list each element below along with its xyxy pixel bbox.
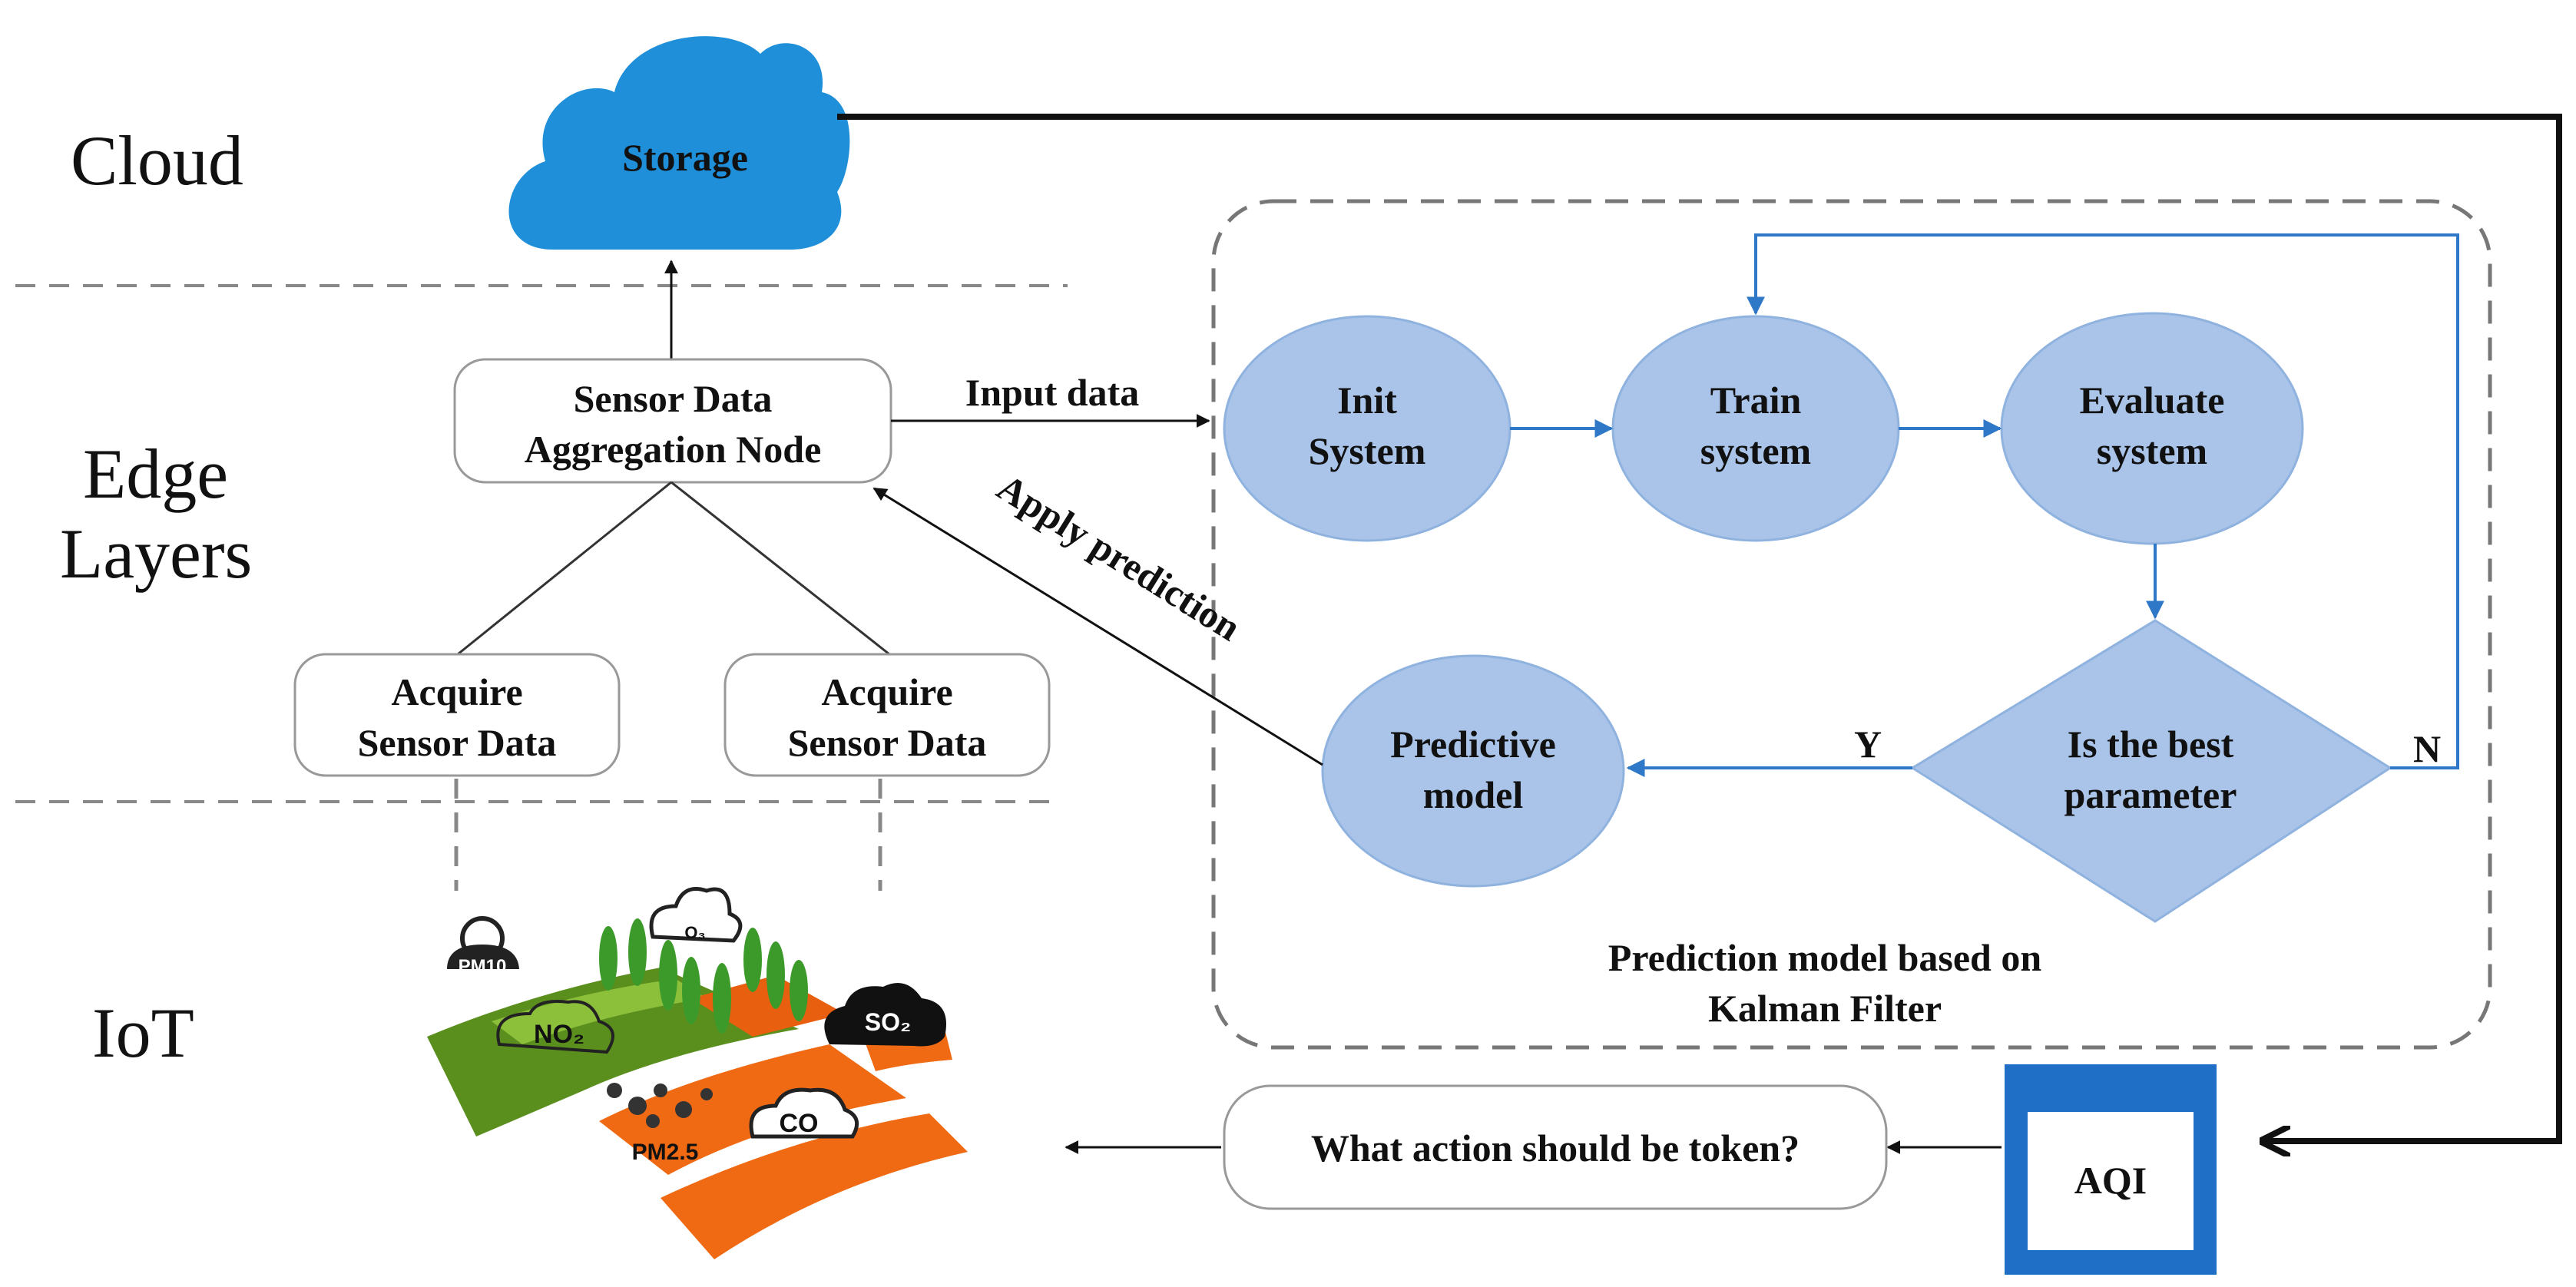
decision-node[interactable]: Is the best parameter xyxy=(1910,619,2392,923)
decision-line1: Is the best xyxy=(2068,723,2234,766)
evaluate-system-line1: Evaluate xyxy=(2080,379,2225,422)
group-caption-line2: Kalman Filter xyxy=(1708,987,1942,1030)
orange-field-2 xyxy=(661,1113,968,1259)
green-field-stripe xyxy=(492,979,707,1044)
no-label: N xyxy=(2413,727,2441,770)
acquire-left-box xyxy=(293,653,621,777)
acquire-right-box xyxy=(723,653,1051,777)
o3-label: O₃ xyxy=(684,923,705,942)
input-data-label: Input data xyxy=(965,371,1140,414)
yes-label: Y xyxy=(1854,723,1882,766)
aggregation-node-line2: Aggregation Node xyxy=(525,428,822,471)
so2-icon: SO₂ xyxy=(824,983,946,1047)
link-aggregation-to-acquire-left xyxy=(457,481,672,656)
init-system-node[interactable]: Init System xyxy=(1223,315,1511,542)
so2-label: SO₂ xyxy=(865,1008,911,1036)
predictive-model-line1: Predictive xyxy=(1390,723,1556,766)
pm25-label: PM2.5 xyxy=(632,1140,699,1165)
layer-label-cloud: Cloud xyxy=(71,121,243,200)
group-caption-line1: Prediction model based on xyxy=(1608,936,2042,979)
train-system-node[interactable]: Train system xyxy=(1611,315,1900,542)
co-icon: CO xyxy=(749,1087,859,1139)
predictive-model-line2: model xyxy=(1423,773,1524,816)
iot-illustration: PM10 O₃ SO₂ NO₂ CO PM2.5 xyxy=(427,887,968,1259)
o3-icon: O₃ xyxy=(649,887,743,943)
evaluate-system-line2: system xyxy=(2097,429,2207,472)
storage-label: Storage xyxy=(622,136,748,179)
layer-label-iot: IoT xyxy=(92,994,194,1072)
acquire-right-line2: Sensor Data xyxy=(788,721,987,764)
arrow-storage-to-aqi xyxy=(837,114,2562,1141)
train-system-line1: Train xyxy=(1710,379,1802,422)
orange-field-1 xyxy=(599,1044,906,1175)
pm10-label: PM10 xyxy=(459,956,507,977)
aqi-panel[interactable]: AQI xyxy=(2005,1064,2217,1275)
cloud-shape xyxy=(508,36,850,250)
no2-label: NO₂ xyxy=(534,1020,584,1049)
apply-prediction-label: Apply prediction xyxy=(990,465,1249,649)
acquire-left-line1: Acquire xyxy=(391,670,522,713)
pollution-dots xyxy=(607,1083,713,1128)
init-system-ellipse xyxy=(1223,315,1511,542)
aggregation-node[interactable]: Sensor Data Aggregation Node xyxy=(453,358,892,484)
arrow-decision-no-loop xyxy=(1747,233,2459,769)
green-field xyxy=(427,968,799,1136)
arrow-apply-prediction xyxy=(872,487,1323,766)
decision-diamond xyxy=(1910,619,2392,923)
co-label: CO xyxy=(780,1109,819,1138)
acquire-node-left[interactable]: Acquire Sensor Data xyxy=(293,653,621,777)
layer-label-edge: Edge xyxy=(83,435,228,513)
acquire-left-line2: Sensor Data xyxy=(358,721,557,764)
train-system-ellipse xyxy=(1611,315,1900,542)
pm10-icon: PM10 xyxy=(447,916,519,977)
init-system-line2: System xyxy=(1309,429,1426,472)
train-system-line2: system xyxy=(1700,429,1811,472)
predictive-model-node[interactable]: Predictive model xyxy=(1321,654,1625,888)
init-system-line1: Init xyxy=(1337,379,1397,422)
evaluate-system-ellipse xyxy=(2000,312,2304,545)
decision-line2: parameter xyxy=(2064,773,2237,816)
tree-row xyxy=(599,918,808,1034)
no2-icon: NO₂ xyxy=(496,1000,614,1054)
action-box xyxy=(1223,1084,1888,1210)
evaluate-system-node[interactable]: Evaluate system xyxy=(2000,312,2304,545)
aqi-label: AQI xyxy=(2074,1159,2147,1202)
link-aggregation-to-acquire-right xyxy=(670,481,890,656)
acquire-node-right[interactable]: Acquire Sensor Data xyxy=(723,653,1051,777)
aqi-inner xyxy=(2028,1112,2194,1250)
acquire-right-line1: Acquire xyxy=(821,670,952,713)
aggregation-node-line1: Sensor Data xyxy=(574,377,773,420)
storage-cloud[interactable]: Storage xyxy=(508,36,850,250)
action-label: What action should be token? xyxy=(1311,1127,1800,1170)
predictive-model-ellipse xyxy=(1321,654,1625,888)
layer-label-layers: Layers xyxy=(60,514,252,593)
action-node[interactable]: What action should be token? xyxy=(1223,1084,1888,1210)
